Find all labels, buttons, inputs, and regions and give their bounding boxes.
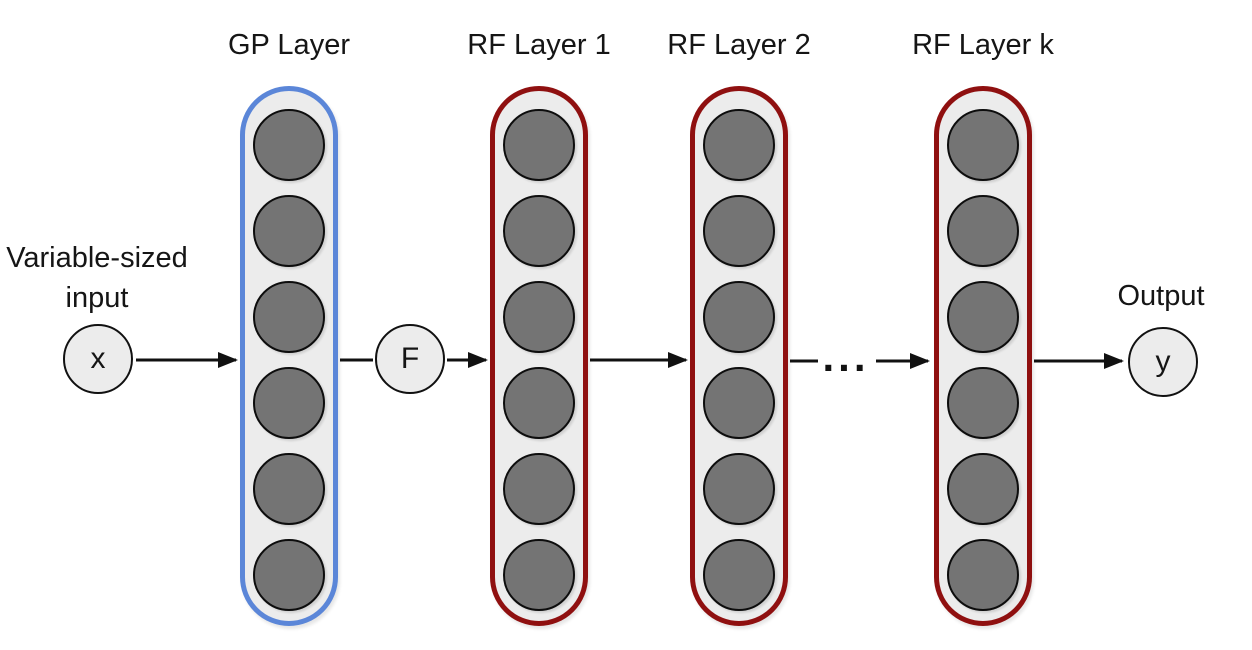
- output-node: y: [1128, 327, 1198, 397]
- neuron-circle: [703, 281, 775, 353]
- neuron-circle: [947, 367, 1019, 439]
- neuron-circle: [253, 453, 325, 525]
- neuron-circle: [703, 195, 775, 267]
- neuron-circle: [703, 539, 775, 611]
- layer-label-rf-layer-2: RF Layer 2: [667, 29, 811, 61]
- neuron-circle: [703, 109, 775, 181]
- neuron-circle: [253, 281, 325, 353]
- neuron-circle: [503, 195, 575, 267]
- neuron-circle: [253, 539, 325, 611]
- output-node-label: y: [1155, 345, 1171, 378]
- layer-column-rf-layer-1: [490, 86, 588, 626]
- neuron-circle: [947, 109, 1019, 181]
- neuron-circle: [503, 281, 575, 353]
- neuron-circle: [947, 195, 1019, 267]
- layer-label-rf-layer-1: RF Layer 1: [467, 29, 611, 61]
- neuron-circle: [503, 539, 575, 611]
- layer-column-rf-layer-k: [934, 86, 1032, 626]
- neuron-circle: [503, 367, 575, 439]
- input-node-label: x: [90, 342, 106, 375]
- neuron-circle: [503, 109, 575, 181]
- neuron-circle: [947, 281, 1019, 353]
- layer-column-rf-layer-2: [690, 86, 788, 626]
- neuron-circle: [703, 453, 775, 525]
- neuron-circle: [253, 109, 325, 181]
- neuron-circle: [947, 453, 1019, 525]
- input-node: x: [63, 324, 133, 394]
- neuron-circle: [947, 539, 1019, 611]
- layer-label-gp-layer: GP Layer: [228, 29, 350, 61]
- input-label: Variable-sized input: [0, 238, 217, 318]
- neuron-circle: [253, 367, 325, 439]
- output-label: Output: [1117, 280, 1205, 312]
- feature-node-label: F: [400, 342, 420, 375]
- ellipsis-dots: ...: [822, 333, 869, 380]
- layer-column-gp-layer: [240, 86, 338, 626]
- input-label-line2: input: [65, 282, 129, 314]
- neuron-circle: [703, 367, 775, 439]
- input-label-line1: Variable-sized: [6, 242, 188, 274]
- neuron-circle: [253, 195, 325, 267]
- feature-node: F: [375, 324, 445, 394]
- layer-label-rf-layer-k: RF Layer k: [912, 29, 1054, 61]
- neuron-circle: [503, 453, 575, 525]
